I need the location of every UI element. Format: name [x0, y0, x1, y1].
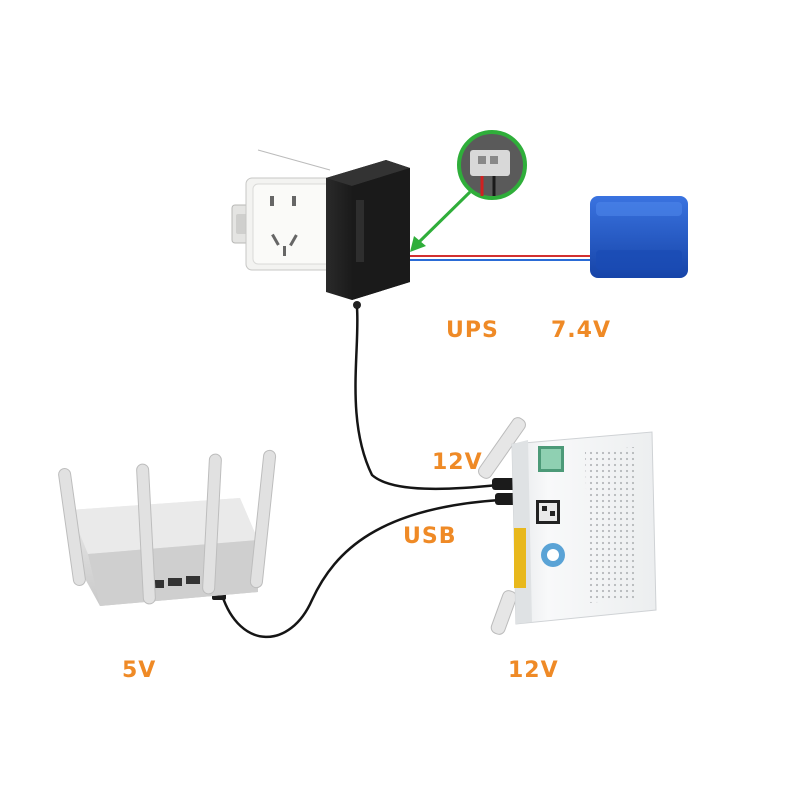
ups-adapter-icon	[326, 160, 410, 309]
ups-label: UPS	[446, 318, 499, 343]
wall-socket-icon	[231, 149, 353, 271]
onu-input-voltage-label: 12V	[432, 450, 483, 475]
connector-zoom-icon	[410, 130, 527, 252]
router-voltage-label: 5V	[122, 658, 157, 683]
wifi-router-icon	[58, 449, 277, 606]
usb-label: USB	[403, 524, 457, 549]
battery-pack-icon	[590, 196, 688, 278]
pointer-arrow	[413, 190, 472, 248]
usb-cable	[220, 498, 501, 639]
onu-voltage-label: 12V	[508, 658, 559, 683]
battery-voltage-label: 7.4V	[551, 318, 611, 343]
dc-12v-cable	[354, 307, 499, 491]
onu-modem-icon	[478, 417, 657, 635]
